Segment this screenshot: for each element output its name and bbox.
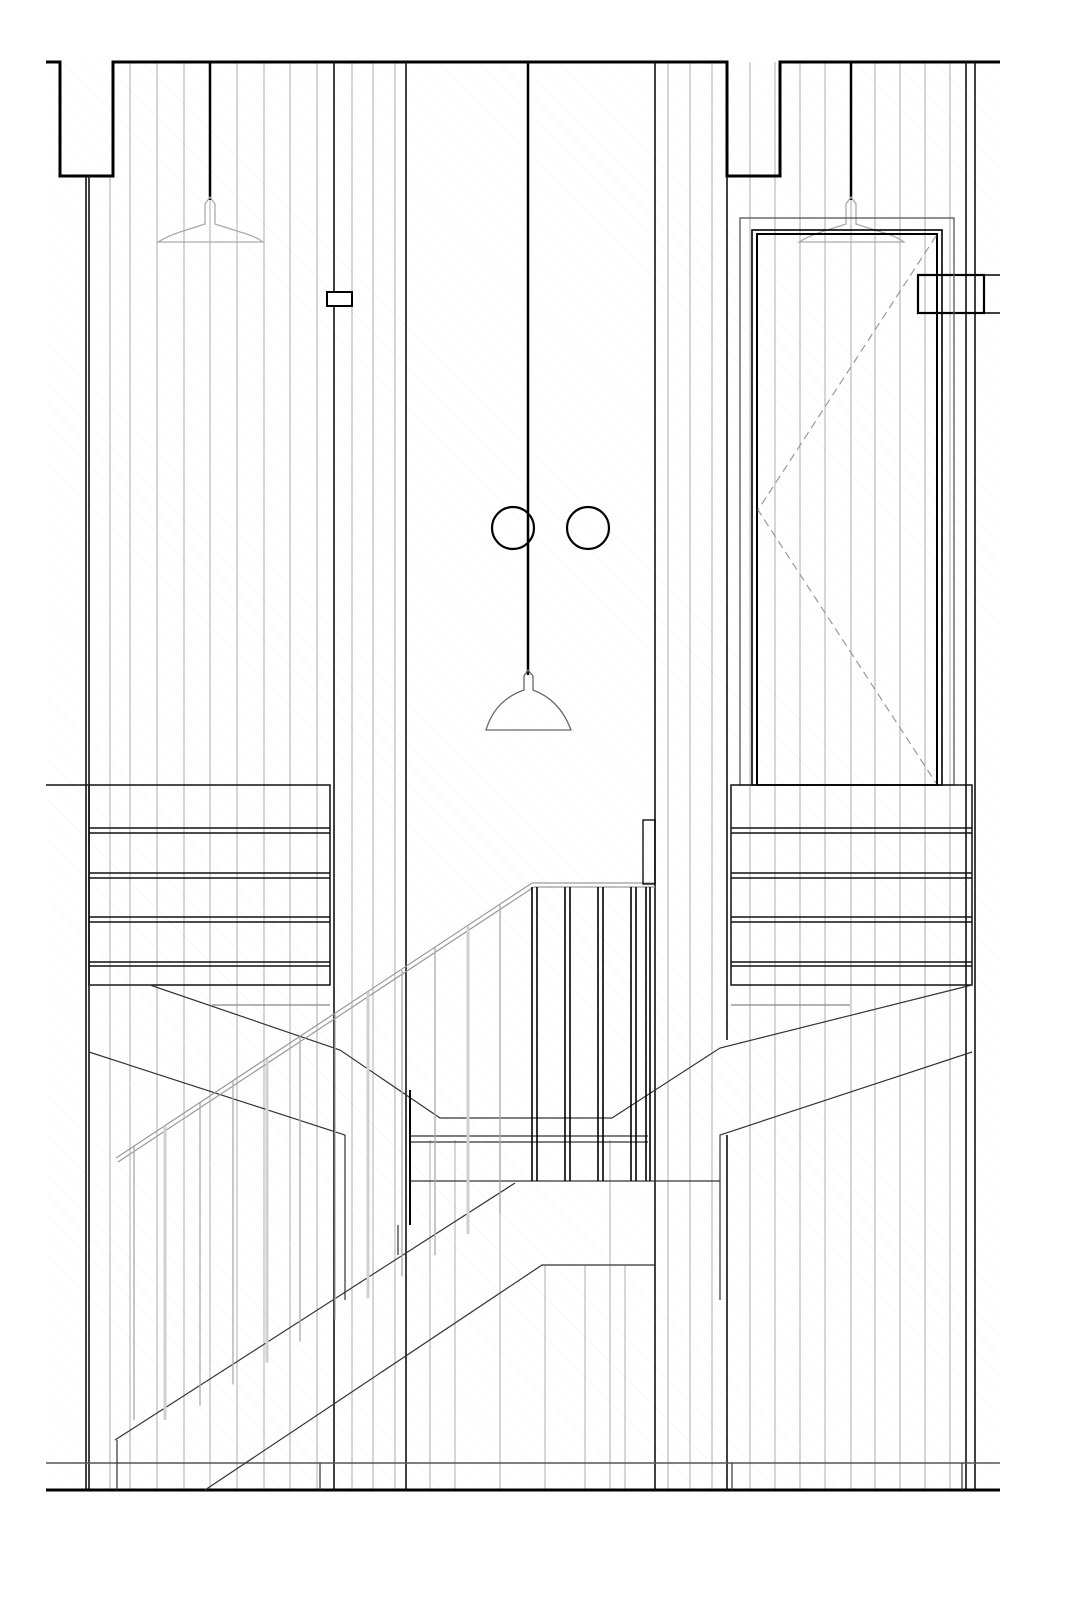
round-light-right bbox=[565, 505, 611, 551]
pendant-lamp-center bbox=[485, 62, 572, 731]
ceiling-outline bbox=[46, 60, 1000, 178]
railing-bars bbox=[531, 819, 656, 1181]
handrail bbox=[115, 882, 655, 1163]
pendant-lamp-left bbox=[155, 62, 265, 243]
staircase bbox=[88, 984, 973, 1491]
round-light-left bbox=[490, 505, 536, 551]
shelves-left bbox=[88, 784, 331, 986]
hatch-background bbox=[48, 62, 998, 1490]
wall-switch bbox=[326, 291, 353, 307]
shelves-right bbox=[730, 784, 973, 986]
balusters bbox=[133, 905, 501, 1420]
wall-fixture-right bbox=[916, 273, 986, 315]
cladding-lines bbox=[109, 62, 951, 1490]
